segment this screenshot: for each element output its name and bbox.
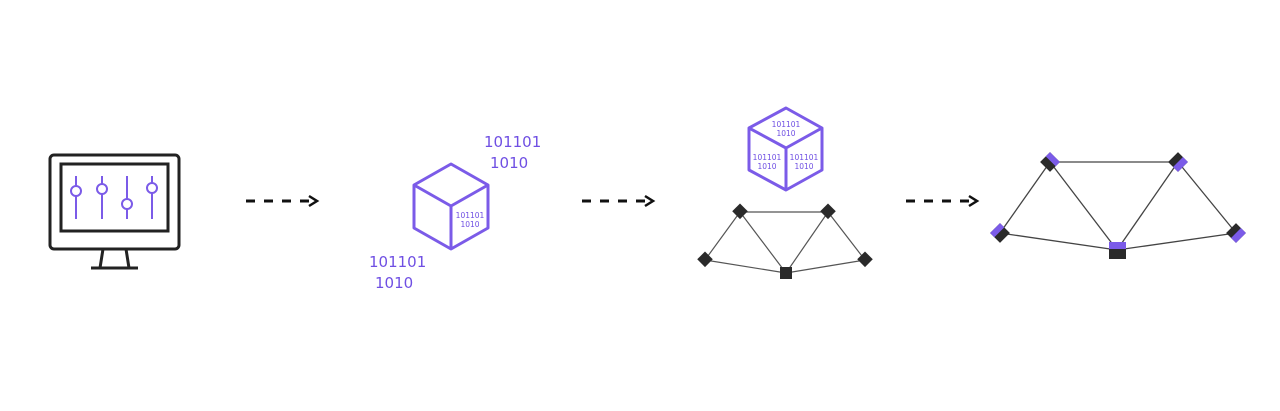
network-node — [1226, 223, 1246, 243]
binary-bottom-line2: 1010 — [375, 274, 413, 292]
network-node — [732, 203, 748, 220]
cube-over-network-icon: 101101 1010 101101 1010 101101 1010 — [697, 106, 873, 279]
small-network-nodes — [697, 203, 873, 279]
cube-right-binary-line1: 101101 — [790, 153, 819, 162]
network-node — [1168, 152, 1188, 172]
network-node — [780, 267, 792, 279]
cube-right-binary-line2: 1010 — [794, 162, 813, 171]
network-edges — [999, 161, 1237, 251]
dashed-arrow-icon — [246, 194, 320, 208]
cube-top-binary-line2: 1010 — [776, 129, 795, 138]
binary-top-line2: 1010 — [490, 154, 528, 172]
network-nodes — [990, 152, 1246, 259]
binary-bottom-line1: 101101 — [369, 253, 426, 271]
network-graph-icon — [990, 152, 1246, 259]
cube-face-binary-line2: 1010 — [460, 220, 479, 229]
cube-face-binary-line1: 101101 — [456, 211, 485, 220]
network-node — [1109, 242, 1126, 259]
monitor-with-sliders-icon — [48, 153, 181, 270]
network-node — [820, 203, 836, 220]
binary-top-line1: 101101 — [484, 133, 541, 151]
network-node — [1040, 152, 1060, 172]
cube-left-binary-line1: 101101 — [753, 153, 782, 162]
small-network-edges — [704, 211, 866, 274]
dashed-arrow-icon — [906, 194, 980, 208]
network-node — [857, 251, 873, 268]
slider-controls — [70, 176, 158, 219]
cube-with-binary-icon: 101101 1010 101101 1010 101101 1010 — [369, 133, 541, 292]
cube-top-binary-line1: 101101 — [772, 120, 801, 129]
network-node — [990, 223, 1010, 243]
cube-left-binary-line2: 1010 — [757, 162, 776, 171]
network-node — [697, 251, 713, 268]
dashed-arrow-icon — [582, 194, 656, 208]
